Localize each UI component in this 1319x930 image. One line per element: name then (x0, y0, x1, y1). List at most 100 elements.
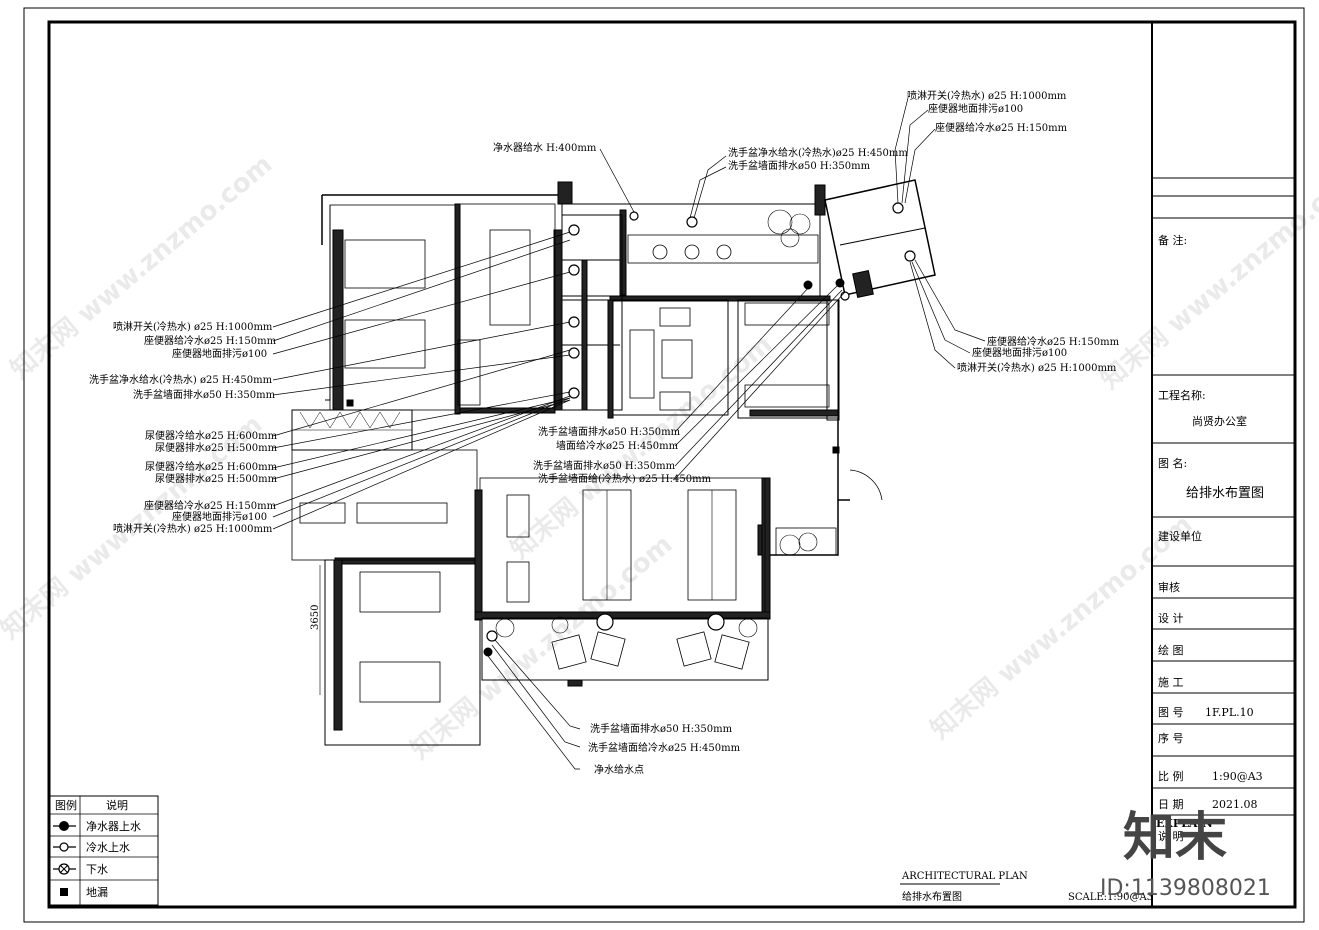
annotation: 喷淋开关(冷热水) ø25 H:1000mm (113, 320, 273, 333)
client-label: 建设单位 (1158, 529, 1202, 543)
explain-label: EXPLAIN (1156, 817, 1213, 830)
annotation: 座便器给冷水ø25 H:150mm (144, 499, 277, 512)
wall (333, 559, 343, 731)
wall (474, 489, 483, 621)
annotation: 尿便器排水ø25 H:500mm (155, 472, 278, 485)
review-label: 审核 (1158, 580, 1180, 594)
annotation: 洗手盆墙面排水ø50 H:350mm (133, 388, 276, 401)
side-table (707, 613, 725, 631)
floor-plan: 3650 (291, 179, 936, 746)
desk-cluster (359, 661, 441, 703)
explain-sub: 说 明 (1158, 829, 1184, 843)
legend-header-desc: 说明 (106, 798, 128, 812)
basin (716, 244, 732, 260)
drain-icon (904, 250, 916, 262)
image-id: ID:1139808021 (1100, 876, 1271, 901)
date-label: 日 期 (1158, 798, 1184, 811)
drain-icon (486, 630, 498, 642)
wall (334, 557, 481, 565)
number-label: 图 号 (1158, 706, 1184, 719)
wall (826, 299, 840, 421)
sofa (629, 329, 655, 399)
annotation: 喷淋开关(冷热水) ø25 H:1000mm (113, 522, 273, 535)
wall (607, 299, 614, 419)
legend-label: 地漏 (86, 886, 108, 899)
annotation-group: 净水器给水 H:400mm 洗手盆净水给水(冷热水)ø25 H:450mm 洗手… (89, 89, 1120, 776)
drain-icon (568, 316, 580, 328)
annotation: 洗手盆墙面排水ø50 H:350mm (728, 159, 871, 172)
number-value: 1F.PL.10 (1205, 706, 1254, 719)
drain-icon (53, 863, 76, 875)
annotation: 座便器地面排污ø100 (172, 510, 267, 523)
floor-drain-icon (346, 399, 354, 407)
watermark-layer: 知末网 www.znzmo.com 知末网 www.znzmo.com 知末网 … (0, 149, 1319, 765)
column (557, 181, 573, 205)
wall (749, 409, 839, 417)
desk (744, 302, 830, 326)
armchair (590, 631, 626, 667)
annotation: 洗手盆墙面给(冷热水) ø25 H:450mm (538, 472, 712, 485)
arch-title: ARCHITECTURAL PLAN (901, 871, 1028, 882)
purifier-inlet-icon (483, 647, 493, 657)
floor-drain-icon (832, 446, 840, 454)
annotation: 喷淋开关(冷热水) ø25 H:1000mm (907, 89, 1067, 102)
plan-caption: ARCHITECTURAL PLAN 给排水布置图 SCALE:1:90@A3 (900, 871, 1153, 903)
column (852, 270, 874, 298)
design-label: 设 计 (1158, 612, 1184, 625)
desk-row (299, 502, 346, 524)
wall (814, 184, 826, 216)
outer-frame (23, 7, 1305, 923)
fixture-symbols (346, 202, 916, 657)
cold-water-inlet-icon (53, 842, 76, 852)
desk (506, 494, 530, 538)
armchair (551, 634, 587, 670)
room-lounge-bottom (481, 617, 769, 681)
annotation: 净水器给水 H:400mm (493, 141, 597, 154)
armchair (714, 634, 750, 670)
basin (652, 244, 668, 260)
annotation: 尿便器排水ø25 H:500mm (155, 441, 278, 454)
annotation: 喷淋开关(冷热水) ø25 H:1000mm (957, 361, 1117, 374)
annotation: 座便器地面排污ø100 (972, 346, 1067, 359)
annotation: 座便器地面排污ø100 (928, 102, 1023, 115)
purifier-inlet-icon (803, 280, 813, 290)
plant (495, 209, 818, 638)
wall (609, 295, 831, 302)
annotation: 尿便器冷给水ø25 H:600mm (145, 429, 278, 442)
project-name: 尚贤办公室 (1192, 414, 1247, 428)
annotation: 洗手盆墙面给冷水ø25 H:450mm (588, 741, 741, 754)
drain-icon (568, 347, 580, 359)
desk (744, 384, 830, 408)
wall (459, 407, 556, 414)
title-block (1152, 177, 1295, 816)
cold-water-inlet-icon (629, 211, 639, 221)
wall (581, 259, 588, 411)
date-value: 2021.08 (1212, 798, 1258, 811)
annotation: 洗手盆墙面排水ø50 H:350mm (533, 459, 676, 472)
dimension-text: 3650 (310, 605, 321, 630)
wall (761, 477, 771, 619)
vanity-counter (627, 234, 819, 264)
planter (775, 527, 837, 556)
armchair (659, 307, 691, 327)
wall (619, 209, 627, 296)
exterior-wall (837, 418, 850, 501)
coffee-table (661, 339, 693, 379)
hatch (299, 411, 401, 429)
drain-icon (892, 202, 904, 214)
room-office-bottom (324, 559, 481, 746)
drain-icon (840, 291, 850, 301)
seq-label: 序 号 (1158, 731, 1184, 745)
desk-cluster (344, 239, 426, 289)
legend-header-symbol: 图例 (55, 798, 77, 812)
scale-value: 1:90@A3 (1212, 770, 1263, 783)
drain-icon (686, 216, 698, 228)
room-office (737, 299, 839, 419)
scale-caption: SCALE:1:90@A3 (1068, 892, 1153, 903)
purifier-inlet-icon (53, 821, 76, 831)
legend-label: 净水器上水 (86, 819, 141, 833)
partition (839, 227, 926, 246)
drain-icon (568, 224, 580, 236)
construct-label: 施 工 (1158, 676, 1184, 689)
room-bathroom (824, 179, 936, 296)
